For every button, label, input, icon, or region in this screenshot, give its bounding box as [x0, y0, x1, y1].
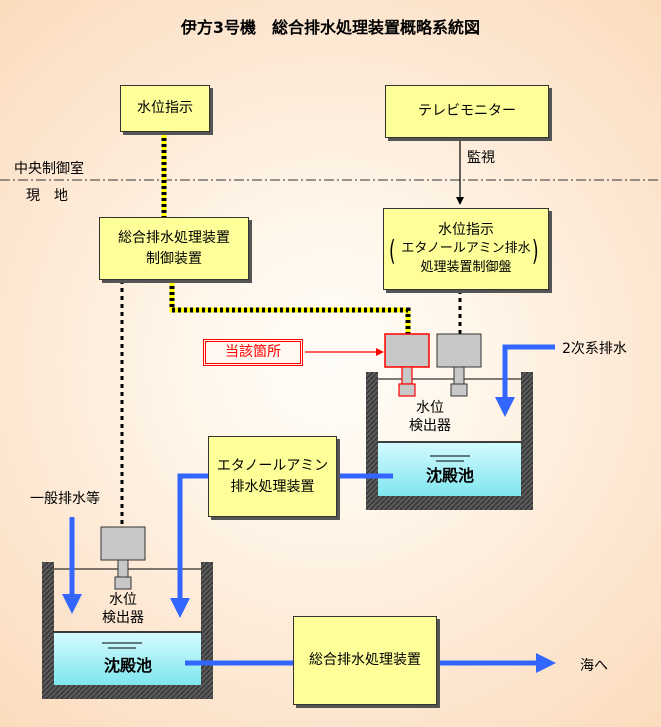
- panel-line3: 処理装置制御盤: [420, 260, 512, 276]
- panel-paren-open: (: [389, 234, 396, 267]
- ethanolamine-device-line1: エタノールアミン: [216, 458, 329, 475]
- flow-arrows: [62, 344, 556, 673]
- detector-left-label: 水位 検出器: [95, 591, 151, 627]
- secondary-drain-flow: [495, 344, 555, 417]
- detector-left-line1: 水位: [109, 592, 137, 608]
- central-control-room-label: 中央制御室: [14, 161, 84, 177]
- total-drain-device-box: 総合排水処理装置: [293, 616, 437, 705]
- signal-line-dotted: [120, 280, 462, 527]
- control-device-line1: 総合排水処理装置: [118, 230, 230, 247]
- tv-monitor-box: テレビモニター: [385, 85, 549, 138]
- site-label: 現 地: [26, 188, 68, 204]
- total-drain-device-text: 総合排水処理装置: [309, 652, 421, 669]
- relevant-location-label: 当該箇所: [203, 339, 303, 366]
- ethanolamine-device-line2: 排水処理装置: [230, 478, 315, 495]
- pit-left-label: 沈殿池: [103, 656, 152, 675]
- panel-paren-close: ): [532, 234, 539, 267]
- detector-right-line1: 水位: [416, 400, 444, 416]
- detector-right-line2: 検出器: [409, 418, 451, 434]
- control-panel-box: 水位指示 エタノールアミン排水 処理装置制御盤: [383, 208, 549, 290]
- diagram-title: 伊方3号機 総合排水処理装置概略系統図: [180, 18, 481, 37]
- detector-left-line2: 検出器: [102, 610, 144, 626]
- detector-right-label: 水位 検出器: [405, 399, 455, 435]
- panel-line1: 水位指示: [438, 222, 494, 238]
- secondary-drain-label: 2次系排水: [562, 341, 627, 357]
- detector-left: [100, 526, 146, 590]
- water-level-indicator-box: 水位指示: [120, 85, 210, 132]
- tv-monitor-text: テレビモニター: [418, 103, 516, 120]
- pit-left-tank: [42, 562, 213, 699]
- monitoring-label: 監視: [467, 150, 495, 166]
- panel-line2: エタノールアミン排水: [401, 241, 531, 257]
- control-device-box: 総合排水処理装置 制御装置: [99, 217, 249, 280]
- detector-right-gray: [436, 333, 482, 397]
- pit-right-label: 沈殿池: [425, 466, 474, 485]
- control-device-line2: 制御装置: [146, 250, 202, 267]
- general-drain-label: 一般排水等: [30, 491, 100, 507]
- pit-right-tank: [366, 372, 533, 510]
- detector-right-red: [384, 333, 430, 397]
- signal-line-yellow: [161, 132, 411, 334]
- to-sea-label: 海へ: [580, 658, 608, 674]
- ethanolamine-to-left-pit-flow: [170, 473, 208, 618]
- water-level-indicator-text: 水位指示: [137, 100, 193, 117]
- ethanolamine-device-box: エタノールアミン 排水処理装置: [208, 436, 337, 517]
